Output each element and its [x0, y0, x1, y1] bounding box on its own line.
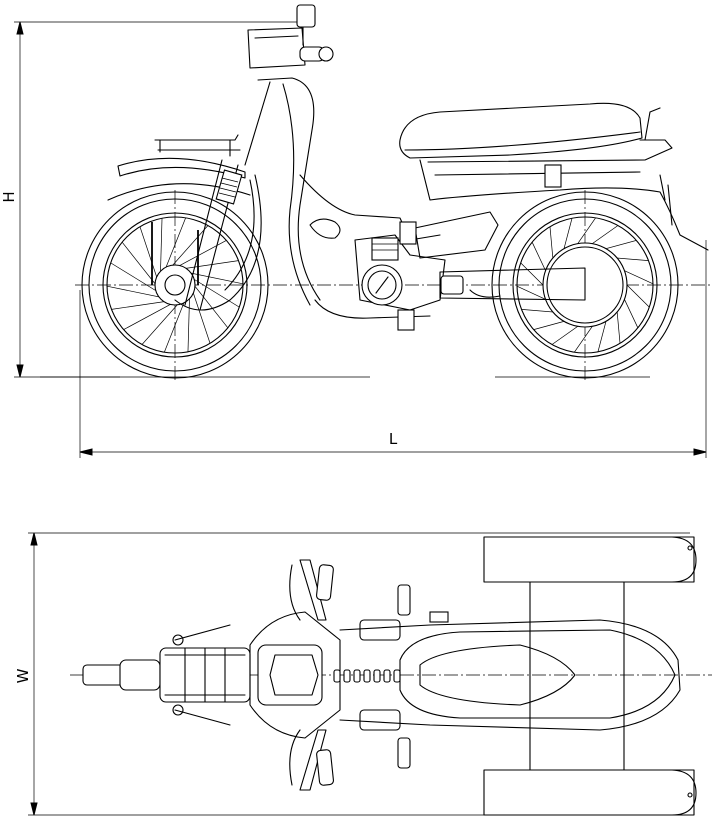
handlebar-top [289, 559, 334, 791]
handlebar-assembly [247, 4, 334, 69]
engine [354, 221, 446, 331]
fork-spring-icon [218, 177, 239, 198]
seat-top [399, 629, 676, 719]
top-view: W [14, 532, 712, 816]
height-label: H [0, 191, 18, 202]
width-label: W [14, 668, 32, 683]
floor-vents [333, 669, 401, 683]
height-dimension: H [0, 21, 300, 378]
length-label: L [389, 430, 398, 448]
front-rack [159, 624, 251, 726]
rear-left-wheel [483, 536, 697, 583]
length-dimension: L [79, 240, 707, 458]
seat [399, 102, 643, 159]
side-view: H L [0, 4, 710, 458]
rear-right-wheel [483, 769, 697, 816]
